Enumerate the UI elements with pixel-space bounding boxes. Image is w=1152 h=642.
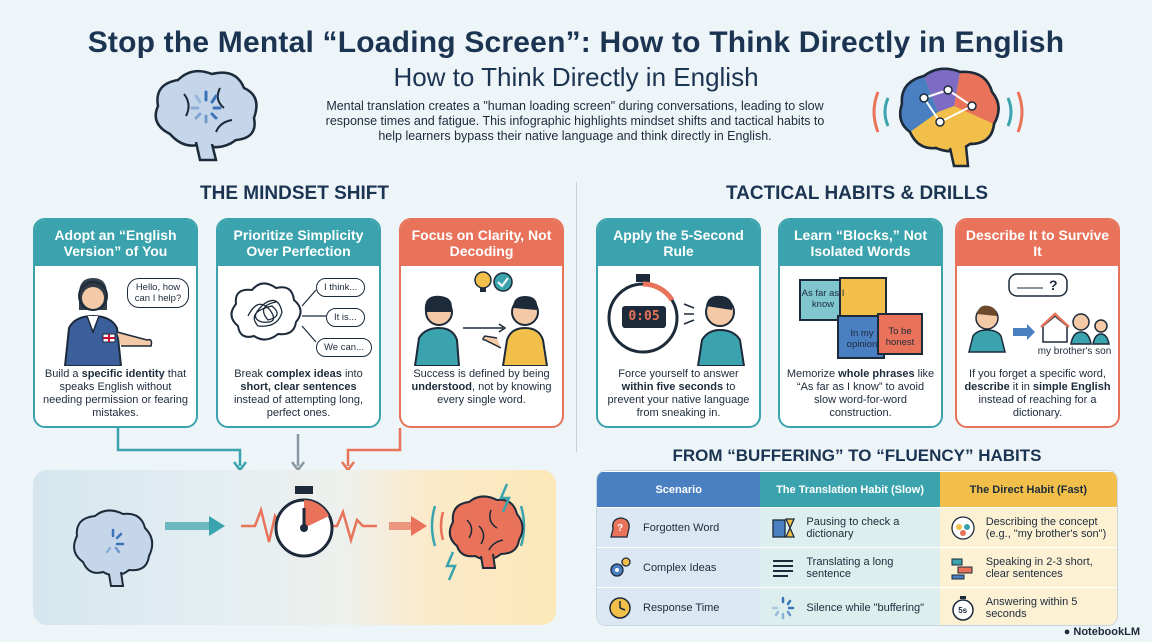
table-row: Complex Ideas Translating a long sentenc… (597, 547, 1117, 587)
translation-cell: Translating a long sentence (806, 555, 894, 580)
translation-cell: Pausing to check a dictionary (806, 515, 900, 540)
card-heading: Prioritize Simplicity Over Perfection (218, 220, 379, 266)
card-heading: Describe It to Survive It (957, 220, 1118, 266)
brand-name: NotebookLM (1073, 626, 1140, 638)
table-row: ? Forgotten Word Pausing to check a dict… (597, 507, 1117, 547)
description-caption: my brother's son (1037, 346, 1112, 357)
clock-icon (609, 596, 631, 619)
puzzle-illustration: As far as I know In my opinion To be hon… (780, 266, 941, 366)
colorful-brain-icon (872, 67, 1024, 168)
short-sentences-icon (951, 558, 973, 579)
loading-brain-icon (154, 69, 258, 162)
person-presenting-icon (63, 278, 153, 367)
puzzle-pieces-icon (799, 277, 923, 359)
timer-readout: 0:05 (628, 309, 660, 324)
buffering-spinner-icon (772, 596, 795, 619)
card-describe-it: Describe It to Survive It ? my brother's… (955, 218, 1120, 428)
stopwatch-illustration: 0:05 (598, 266, 759, 367)
question-head-icon: ? (610, 516, 630, 538)
svg-text:?: ? (1049, 277, 1058, 293)
card-five-second-rule: Apply the 5-Second Rule 0:05 Force yours… (596, 218, 761, 428)
svg-text:?: ? (617, 523, 623, 534)
thought-bubble-1: I think... (316, 278, 366, 297)
page-title: Stop the Mental “Loading Screen”: How to… (87, 26, 1065, 59)
column-header-translation: The Translation Habit (Slow) (760, 472, 940, 507)
direct-cell: Answering within 5 seconds (985, 595, 1078, 620)
people-speech-icon (951, 515, 975, 540)
brand-logo: ● NotebookLM (1064, 626, 1140, 638)
notebooklm-icon: ● (1063, 626, 1074, 638)
greeting-bubble: Hello, how can I help? (127, 278, 189, 308)
puzzle-phrase-2: In my opinion (846, 328, 878, 350)
table-header-row: Scenario The Translation Habit (Slow) Th… (597, 471, 1117, 507)
scenario-cell: Forgotten Word (643, 521, 720, 534)
mindset-section-title: THE MINDSET SHIFT (200, 183, 389, 204)
describe-illustration: ? my brother's son (957, 266, 1118, 366)
card-description: Memorize whole phrases like “As far as I… (786, 368, 935, 419)
translation-cell: Silence while "buffering" (806, 601, 925, 614)
card-description: If you forget a specific word, describe … (964, 368, 1111, 419)
book-hourglass-icon (772, 517, 796, 538)
scenario-cell: Complex Ideas (643, 561, 717, 574)
habits-section-title: FROM “BUFFERING” TO “FLUENCY” HABITS (672, 446, 1042, 465)
stopwatch-icon (607, 274, 746, 367)
two-people-talking-icon (413, 271, 549, 367)
stopwatch-icon: 5s (950, 595, 976, 621)
card-learn-blocks: Learn “Blocks,” Not Isolated Words As fa… (778, 218, 943, 428)
card-clarity: Focus on Clarity, Not Decoding Success i… (399, 218, 564, 428)
transformation-panel (33, 470, 556, 625)
tactical-section-title: TACTICAL HABITS & DRILLS (725, 183, 989, 204)
family-description-icon: ? (968, 273, 1110, 353)
table-row: Response Time Silence while "buffering" … (597, 587, 1117, 625)
habits-table: Scenario The Translation Habit (Slow) Th… (596, 470, 1118, 626)
thought-bubble-3: We can... (316, 338, 372, 357)
card-simplicity: Prioritize Simplicity Over Perfection I … (216, 218, 381, 428)
intro-text: Mental translation creates a "human load… (325, 99, 825, 143)
direct-cell: Describing the concept (e.g., "my brothe… (985, 515, 1107, 540)
card-heading: Learn “Blocks,” Not Isolated Words (780, 220, 941, 266)
card-heading: Focus on Clarity, Not Decoding (401, 220, 562, 266)
connector-arrows (116, 428, 402, 472)
tangled-cloud-icon (230, 282, 326, 343)
section-divider (576, 182, 577, 452)
card-description: Success is defined by being understood, … (411, 368, 552, 406)
card-english-version: Adopt an “English Version” of You Hello,… (33, 218, 198, 428)
puzzle-phrase-3: To be honest (885, 326, 915, 348)
thought-bubble-2: It is... (326, 308, 365, 327)
page-subtitle: How to Think Directly in English (393, 62, 759, 92)
stopwatch-label: 5s (958, 605, 968, 615)
conversation-illustration (401, 266, 562, 367)
card-description: Build a specific identity that speaks En… (43, 368, 188, 419)
card-description: Force yourself to answer within five sec… (607, 368, 750, 419)
direct-cell: Speaking in 2-3 short, clear sentences (985, 555, 1093, 580)
buffering-to-fluency-illustration (73, 483, 526, 587)
puzzle-phrase-1: As far as I know (801, 288, 845, 310)
speaker-illustration: Hello, how can I help? (35, 266, 196, 367)
card-heading: Apply the 5-Second Rule (598, 220, 759, 266)
column-header-direct: The Direct Habit (Fast) (939, 472, 1117, 507)
card-heading: Adopt an “English Version” of You (35, 220, 196, 266)
tangled-thoughts-illustration: I think... It is... We can... (218, 266, 379, 366)
card-description: Break complex ideas into short, clear se… (233, 368, 364, 419)
gears-icon (610, 556, 631, 577)
column-header-scenario: Scenario (597, 472, 761, 507)
long-text-icon (773, 559, 794, 577)
scenario-cell: Response Time (643, 601, 720, 614)
